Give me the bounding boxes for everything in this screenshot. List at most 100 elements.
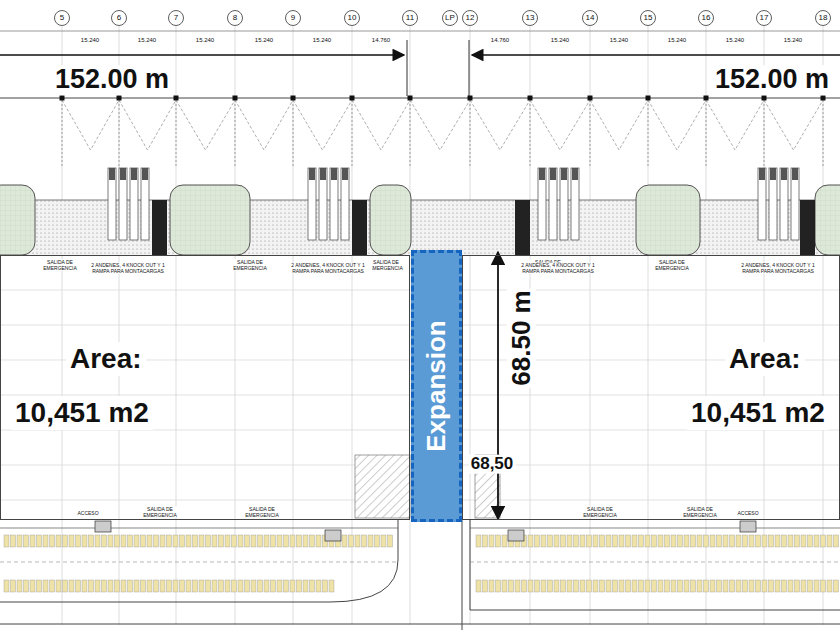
parking-stall [801, 580, 806, 592]
dimension-text: 15.240 [724, 37, 746, 44]
parking-stall [671, 580, 676, 592]
road-line [0, 624, 840, 625]
parking-stall [723, 580, 728, 592]
dock-seal [142, 168, 148, 180]
parking-stall [710, 580, 715, 592]
slope-line [706, 100, 764, 150]
parking-stall [238, 580, 243, 592]
parking-stall [671, 535, 676, 547]
band-label: Expansion [422, 318, 452, 453]
parking-stall [580, 535, 585, 547]
parking-stall [199, 535, 204, 547]
parking-stall [355, 535, 360, 547]
grid-number: 11 [406, 14, 414, 23]
parking-stall [730, 580, 735, 592]
parking-stall [632, 580, 637, 592]
room-note: 2 ANDENES, 4 KNOCK OUT Y 1 RAMPA PARA MO… [734, 263, 822, 274]
parking-stall [554, 580, 559, 592]
parking-stall [264, 580, 269, 592]
grid-number: 15 [644, 14, 653, 23]
grid-number: 5 [60, 14, 64, 23]
road-line [470, 562, 840, 563]
grid-bubble [228, 11, 243, 26]
service-room [636, 185, 700, 255]
drain-point [762, 96, 767, 101]
dimension-text: 15.240 [194, 37, 216, 44]
parking-stall [316, 535, 321, 547]
parking-stall [323, 580, 328, 592]
grid-number: 6 [117, 14, 121, 23]
slope-line [119, 100, 120, 168]
slope-line [530, 100, 531, 168]
parking-stall [154, 535, 159, 547]
parking-stall [762, 535, 767, 547]
parking-stall [56, 580, 61, 592]
parking-stall [684, 535, 689, 547]
dock-door [800, 200, 815, 255]
slope-line [764, 100, 823, 150]
dimension-label: 68,50 [469, 455, 516, 474]
grid-number: 8 [233, 14, 237, 23]
slope-line [62, 100, 63, 168]
parking-stall [251, 535, 256, 547]
grid-bubble [286, 11, 301, 26]
parking-stall [115, 580, 120, 592]
parking-stall [639, 580, 644, 592]
dimension-text: 15.240 [79, 37, 101, 44]
dimension-line [0, 31, 840, 32]
dock-door [152, 200, 167, 255]
parking-stall [310, 535, 315, 547]
slope-line [119, 100, 176, 150]
parking-stall [749, 535, 754, 547]
parking-stall [593, 580, 598, 592]
parking-stall [736, 580, 741, 592]
grid-bubble [757, 11, 772, 26]
dock-leveler [549, 168, 557, 240]
parking-stall [264, 535, 269, 547]
parking-stall [496, 535, 501, 547]
parking-stall [76, 580, 81, 592]
dock-leveler [571, 168, 579, 240]
parking-stall [167, 580, 172, 592]
dock-seal [331, 168, 337, 180]
grid-bubble [403, 11, 418, 26]
parking-stall [808, 580, 813, 592]
road-line [470, 610, 840, 611]
parking-stall [238, 535, 243, 547]
parking-stall [548, 535, 553, 547]
dock-leveler [769, 168, 777, 240]
dock-seal [109, 168, 115, 180]
guard-booth [508, 530, 524, 541]
parking-stall [50, 535, 55, 547]
parking-stall [147, 580, 152, 592]
parking-stall [515, 580, 520, 592]
parking-stall [37, 535, 42, 547]
dimension-arrow [472, 54, 840, 56]
parking-stall [277, 535, 282, 547]
drain-point [233, 96, 238, 101]
room-note: SALIDA DE EMERGENCIA [367, 260, 405, 271]
room-note: SALIDA DE EMERGENCIA [141, 507, 179, 518]
grid-number: 7 [174, 14, 178, 23]
parking-stall [225, 535, 230, 547]
parking-stall [548, 580, 553, 592]
road-line [0, 562, 398, 563]
parking-stall [801, 535, 806, 547]
parking-stall [199, 580, 204, 592]
parking-stall [381, 535, 386, 547]
parking-stall [541, 535, 546, 547]
parking-stall [593, 535, 598, 547]
parking-stall [483, 535, 488, 547]
parking-stall [632, 535, 637, 547]
service-room [0, 185, 35, 255]
parking-stall [284, 580, 289, 592]
parking-stall [814, 535, 819, 547]
parking-stall [173, 580, 178, 592]
dimension-text: 15.240 [311, 37, 333, 44]
parking-stall [82, 580, 87, 592]
slope-line [62, 100, 119, 150]
parking-stall [180, 535, 185, 547]
grid-number: 12 [466, 14, 475, 23]
parking-stall [297, 535, 302, 547]
parking-stall [89, 535, 94, 547]
